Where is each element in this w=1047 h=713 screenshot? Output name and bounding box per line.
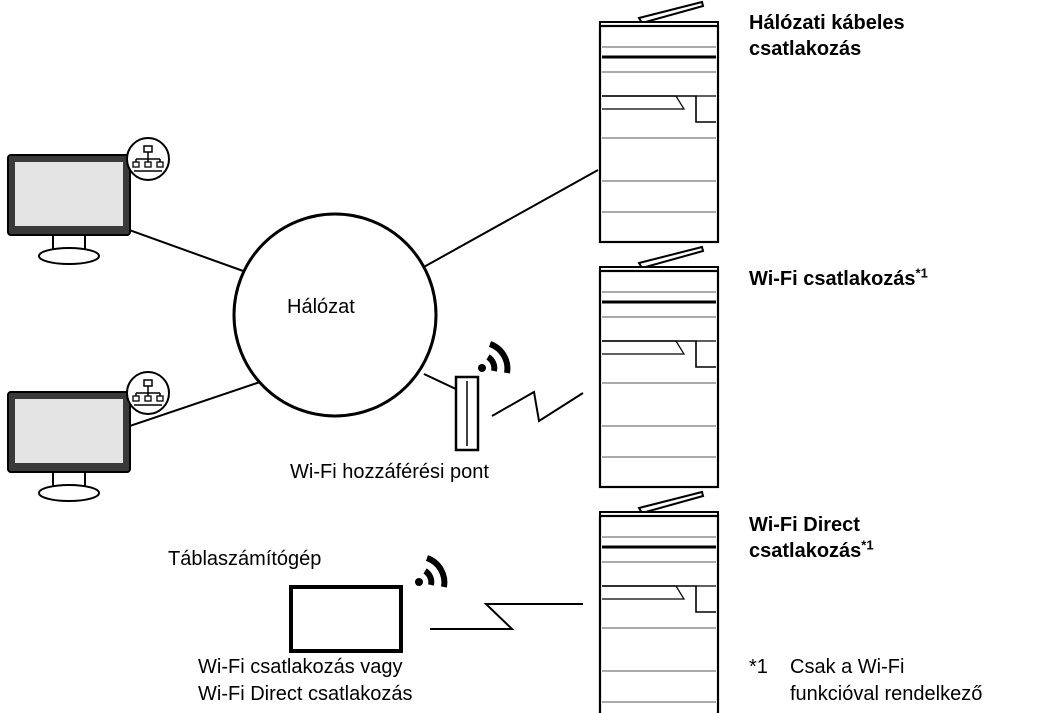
printer2-label: Wi-Fi csatlakozás*1 (749, 266, 928, 292)
printer-icon (598, 0, 720, 244)
computer-icon (7, 391, 131, 502)
printer3-footnote-marker: *1 (861, 537, 874, 553)
footnote-marker: *1 (749, 656, 768, 678)
printer1-label-line1: Hálózati kábeles (749, 12, 905, 34)
access-point-link (423, 373, 459, 391)
tablet-connection-line1: Wi-Fi csatlakozás vagy (198, 656, 403, 678)
printer-icon (598, 245, 720, 489)
footnote-line2: funkcióval rendelkező (790, 683, 983, 705)
wifi-direct-link-zigzag (430, 603, 583, 630)
footnote-line1: Csak a Wi-Fi (790, 656, 905, 678)
wifi-signal-icon (478, 344, 507, 373)
wifi-link-zigzag (491, 390, 584, 423)
access-point-label: Wi-Fi hozzáférési pont (290, 461, 489, 483)
wifi-signal-icon (415, 558, 444, 587)
printer-icon (598, 490, 720, 713)
printer1-label-line2: csatlakozás (749, 38, 862, 60)
network-label: Hálózat (287, 296, 355, 318)
printer3-label-line2: csatlakozás (749, 540, 862, 562)
printer3-label: Wi-Fi Direct csatlakozás*1 (749, 512, 874, 564)
network-icon (232, 212, 438, 418)
access-point-icon (454, 375, 480, 452)
tablet-label: Táblaszámítógép (168, 548, 322, 570)
printer1-label: Hálózati kábeles csatlakozás (749, 10, 905, 62)
printer1-link (421, 169, 599, 269)
network-icon (126, 371, 170, 415)
computer2-link (117, 381, 261, 431)
tablet-connection-line2: Wi-Fi Direct csatlakozás (198, 683, 413, 705)
computer1-link (117, 225, 247, 273)
printer2-label-text: Wi-Fi csatlakozás (749, 268, 916, 290)
printer3-label-line1: Wi-Fi Direct (749, 514, 860, 536)
tablet-icon (289, 585, 403, 653)
computer-icon (7, 154, 131, 265)
printer2-footnote-marker: *1 (915, 265, 928, 281)
network-icon (126, 137, 170, 181)
